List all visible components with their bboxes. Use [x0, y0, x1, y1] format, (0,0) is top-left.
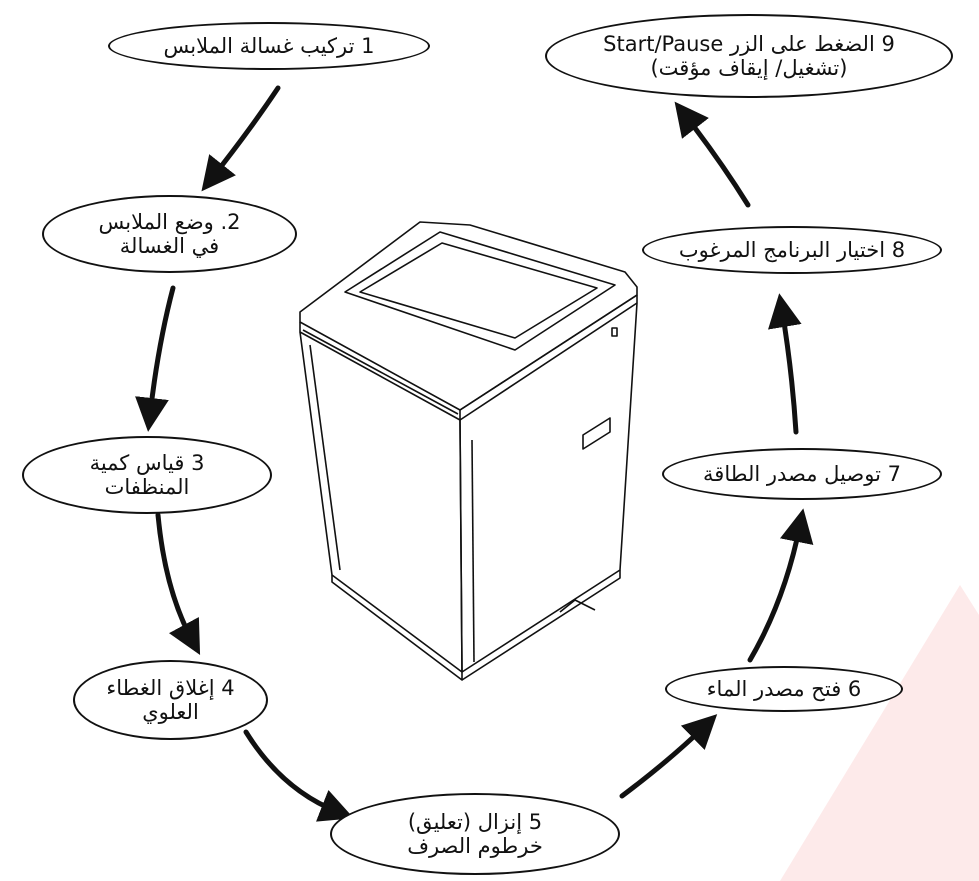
arrow-7-to-8: [768, 293, 802, 435]
step-4-label: 4 إغلاق الغطاء العلوي: [106, 676, 235, 724]
step-8-label: 8 اختيار البرنامج المرغوب: [678, 238, 906, 262]
arrow-1-to-2: [201, 85, 281, 192]
arrow-4-to-5: [243, 729, 354, 822]
step-6: 6 فتح مصدر الماء: [665, 666, 903, 712]
arrow-3-to-4: [155, 512, 201, 655]
step-5-label: 5 إنزال (تعليق) خرطوم الصرف: [407, 810, 543, 858]
step-7: 7 توصيل مصدر الطاقة: [662, 448, 942, 500]
step-7-label: 7 توصيل مصدر الطاقة: [703, 462, 901, 486]
arrow-6-to-7: [747, 508, 814, 663]
step-8: 8 اختيار البرنامج المرغوب: [642, 226, 942, 274]
step-9: 9 الضغط على الزر Start/Pause (تشغيل/ إيق…: [545, 14, 953, 98]
step-4: 4 إغلاق الغطاء العلوي: [73, 660, 268, 740]
step-2-label: 2. وضع الملابس في الغسالة: [98, 210, 241, 258]
step-3-label: 3 قياس كمية المنظفات: [89, 451, 205, 499]
step-2: 2. وضع الملابس في الغسالة: [42, 195, 297, 273]
step-1: 1 تركيب غسالة الملابس: [108, 22, 430, 70]
arrow-8-to-9: [674, 101, 751, 208]
step-1-label: 1 تركيب غسالة الملابس: [163, 34, 375, 58]
step-3: 3 قياس كمية المنظفات: [22, 436, 272, 514]
step-5: 5 إنزال (تعليق) خرطوم الصرف: [330, 793, 620, 875]
step-6-label: 6 فتح مصدر الماء: [706, 677, 862, 701]
arrow-2-to-3: [135, 285, 176, 432]
step-9-label: 9 الضغط على الزر Start/Pause (تشغيل/ إيق…: [603, 32, 895, 80]
arrow-5-to-6: [619, 714, 718, 799]
washing-machine-icon: [299, 221, 638, 681]
